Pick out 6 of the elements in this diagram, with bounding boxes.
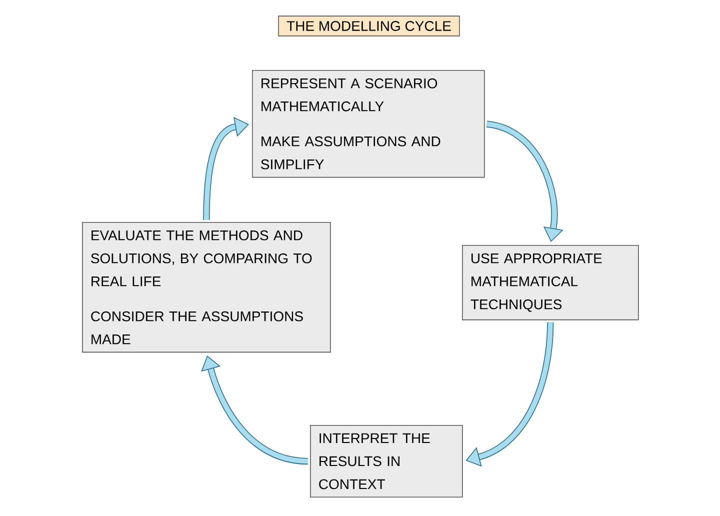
process-box: INTERPRET THE RESULTS IN CONTEXT <box>310 425 463 498</box>
cycle-arrow <box>466 322 554 467</box>
title-box: THE MODELLING CYCLE <box>278 16 460 36</box>
process-box: REPRESENT A SCENARIO MATHEMATICALLY MAKE ASSUMPTIONS AND SIMPLIFY <box>252 70 485 178</box>
process-box: USE APPROPRIATE MATHEMATICAL TECHNIQUES <box>462 245 639 320</box>
process-box: EVALUATE THE METHODS AND SOLUTIONS, BY COMPARING TO REAL LIFE CONSIDER THE ASSUMPTIONS MADE <box>82 222 331 353</box>
